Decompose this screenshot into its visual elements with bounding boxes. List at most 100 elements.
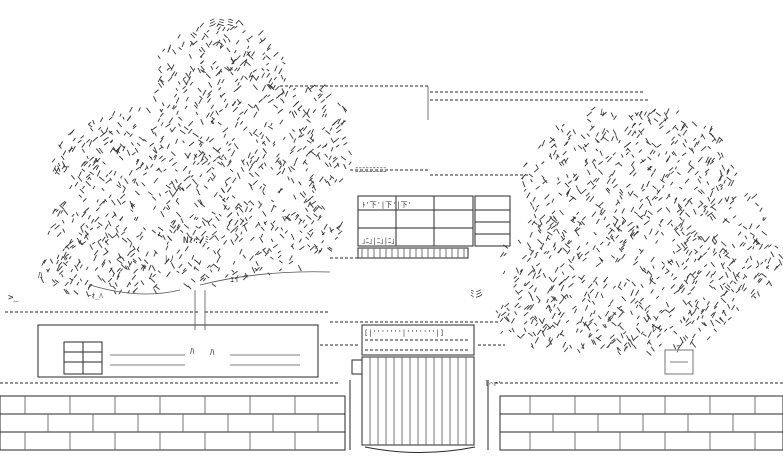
foliage-stroke xyxy=(657,153,661,157)
foliage-stroke xyxy=(255,139,259,143)
foliage-stroke xyxy=(681,262,685,266)
foliage-stroke xyxy=(700,146,707,152)
foliage-stroke xyxy=(69,184,73,190)
foliage-stroke xyxy=(595,262,602,268)
foliage-stroke xyxy=(261,72,265,78)
foliage-stroke xyxy=(536,205,540,208)
foliage-stroke xyxy=(172,225,177,229)
foliage-stroke xyxy=(325,129,331,135)
foliage-stroke xyxy=(710,261,715,268)
foliage-stroke xyxy=(58,261,63,267)
foliage-stroke xyxy=(290,243,295,248)
foliage-stroke xyxy=(753,296,757,299)
foliage-stroke xyxy=(558,311,562,316)
foliage-stroke xyxy=(537,238,543,245)
foliage-stroke xyxy=(658,197,663,201)
tree-right-trunk xyxy=(664,349,694,375)
foliage-stroke xyxy=(177,81,181,85)
foliage-stroke xyxy=(615,161,620,166)
foliage-stroke xyxy=(694,251,698,255)
foliage-stroke xyxy=(266,72,271,78)
foliage-stroke xyxy=(615,201,620,206)
tree-right-foliage xyxy=(495,106,783,356)
foliage-stroke xyxy=(259,131,263,136)
foliage-stroke xyxy=(732,257,736,263)
foliage-stroke xyxy=(576,245,581,251)
foliage-stroke xyxy=(743,274,748,278)
foliage-stroke xyxy=(564,275,570,281)
foliage-stroke xyxy=(634,300,639,304)
foliage-stroke xyxy=(219,69,223,73)
foliage-stroke xyxy=(651,195,656,201)
foliage-stroke xyxy=(503,252,507,257)
foliage-stroke xyxy=(311,220,315,225)
foliage-stroke xyxy=(668,167,674,172)
foliage-stroke xyxy=(648,165,652,171)
foliage-stroke xyxy=(673,197,678,204)
foliage-stroke xyxy=(209,235,215,241)
foliage-stroke xyxy=(249,207,253,213)
foliage-stroke xyxy=(108,116,113,121)
foliage-stroke xyxy=(541,139,546,147)
foliage-stroke xyxy=(91,218,95,224)
foliage-stroke xyxy=(154,250,158,255)
foliage-stroke xyxy=(628,114,634,121)
foliage-stroke xyxy=(605,236,610,240)
foliage-stroke xyxy=(85,224,89,229)
foliage-stroke xyxy=(123,132,127,136)
foliage-stroke xyxy=(262,148,267,154)
foliage-stroke xyxy=(348,150,352,156)
foliage-stroke xyxy=(590,339,595,345)
foliage-stroke xyxy=(64,281,69,287)
house-roof xyxy=(280,85,650,259)
foliage-stroke xyxy=(500,251,505,258)
foliage-stroke xyxy=(606,129,610,133)
foliage-stroke xyxy=(692,333,696,339)
foliage-stroke xyxy=(223,98,227,103)
foliage-stroke xyxy=(547,288,551,294)
foliage-stroke xyxy=(731,196,735,200)
foliage-stroke xyxy=(162,234,166,241)
foliage-stroke xyxy=(193,153,198,160)
foliage-stroke xyxy=(139,231,143,237)
foliage-stroke xyxy=(561,123,565,127)
foliage-stroke xyxy=(650,172,654,177)
foliage-stroke xyxy=(262,52,266,56)
foliage-stroke xyxy=(222,198,226,203)
foliage-stroke xyxy=(167,204,171,210)
foliage-stroke xyxy=(199,141,202,146)
foliage-stroke xyxy=(302,191,307,196)
foliage-stroke xyxy=(281,88,285,94)
foliage-stroke xyxy=(627,221,633,227)
foliage-stroke xyxy=(626,335,630,342)
foliage-stroke xyxy=(683,123,689,129)
foliage-stroke xyxy=(298,181,302,186)
foliage-stroke xyxy=(630,335,635,342)
foliage-stroke xyxy=(593,310,596,315)
foliage-stroke xyxy=(715,185,719,192)
foliage-stroke xyxy=(694,307,697,312)
foliage-stroke xyxy=(694,299,698,303)
foliage-stroke xyxy=(201,230,207,237)
foliage-stroke xyxy=(200,46,206,53)
foliage-stroke xyxy=(123,226,128,232)
foliage-stroke xyxy=(671,273,674,277)
foliage-stroke xyxy=(311,185,315,189)
foliage-stroke xyxy=(694,170,699,176)
foliage-stroke xyxy=(685,212,691,218)
foliage-stroke xyxy=(601,128,606,135)
foliage-stroke xyxy=(185,183,192,190)
foliage-stroke xyxy=(183,178,187,182)
foliage-stroke xyxy=(656,276,660,280)
foliage-stroke xyxy=(107,220,112,227)
foliage-stroke xyxy=(607,304,611,307)
foliage-stroke xyxy=(78,232,83,236)
foliage-stroke xyxy=(680,284,685,290)
foliage-stroke xyxy=(555,125,560,131)
foliage-stroke xyxy=(731,304,735,311)
foliage-stroke xyxy=(595,177,600,183)
foliage-stroke xyxy=(258,200,262,205)
foliage-stroke xyxy=(112,233,118,239)
foliage-stroke xyxy=(171,71,176,77)
foliage-stroke xyxy=(78,258,81,263)
